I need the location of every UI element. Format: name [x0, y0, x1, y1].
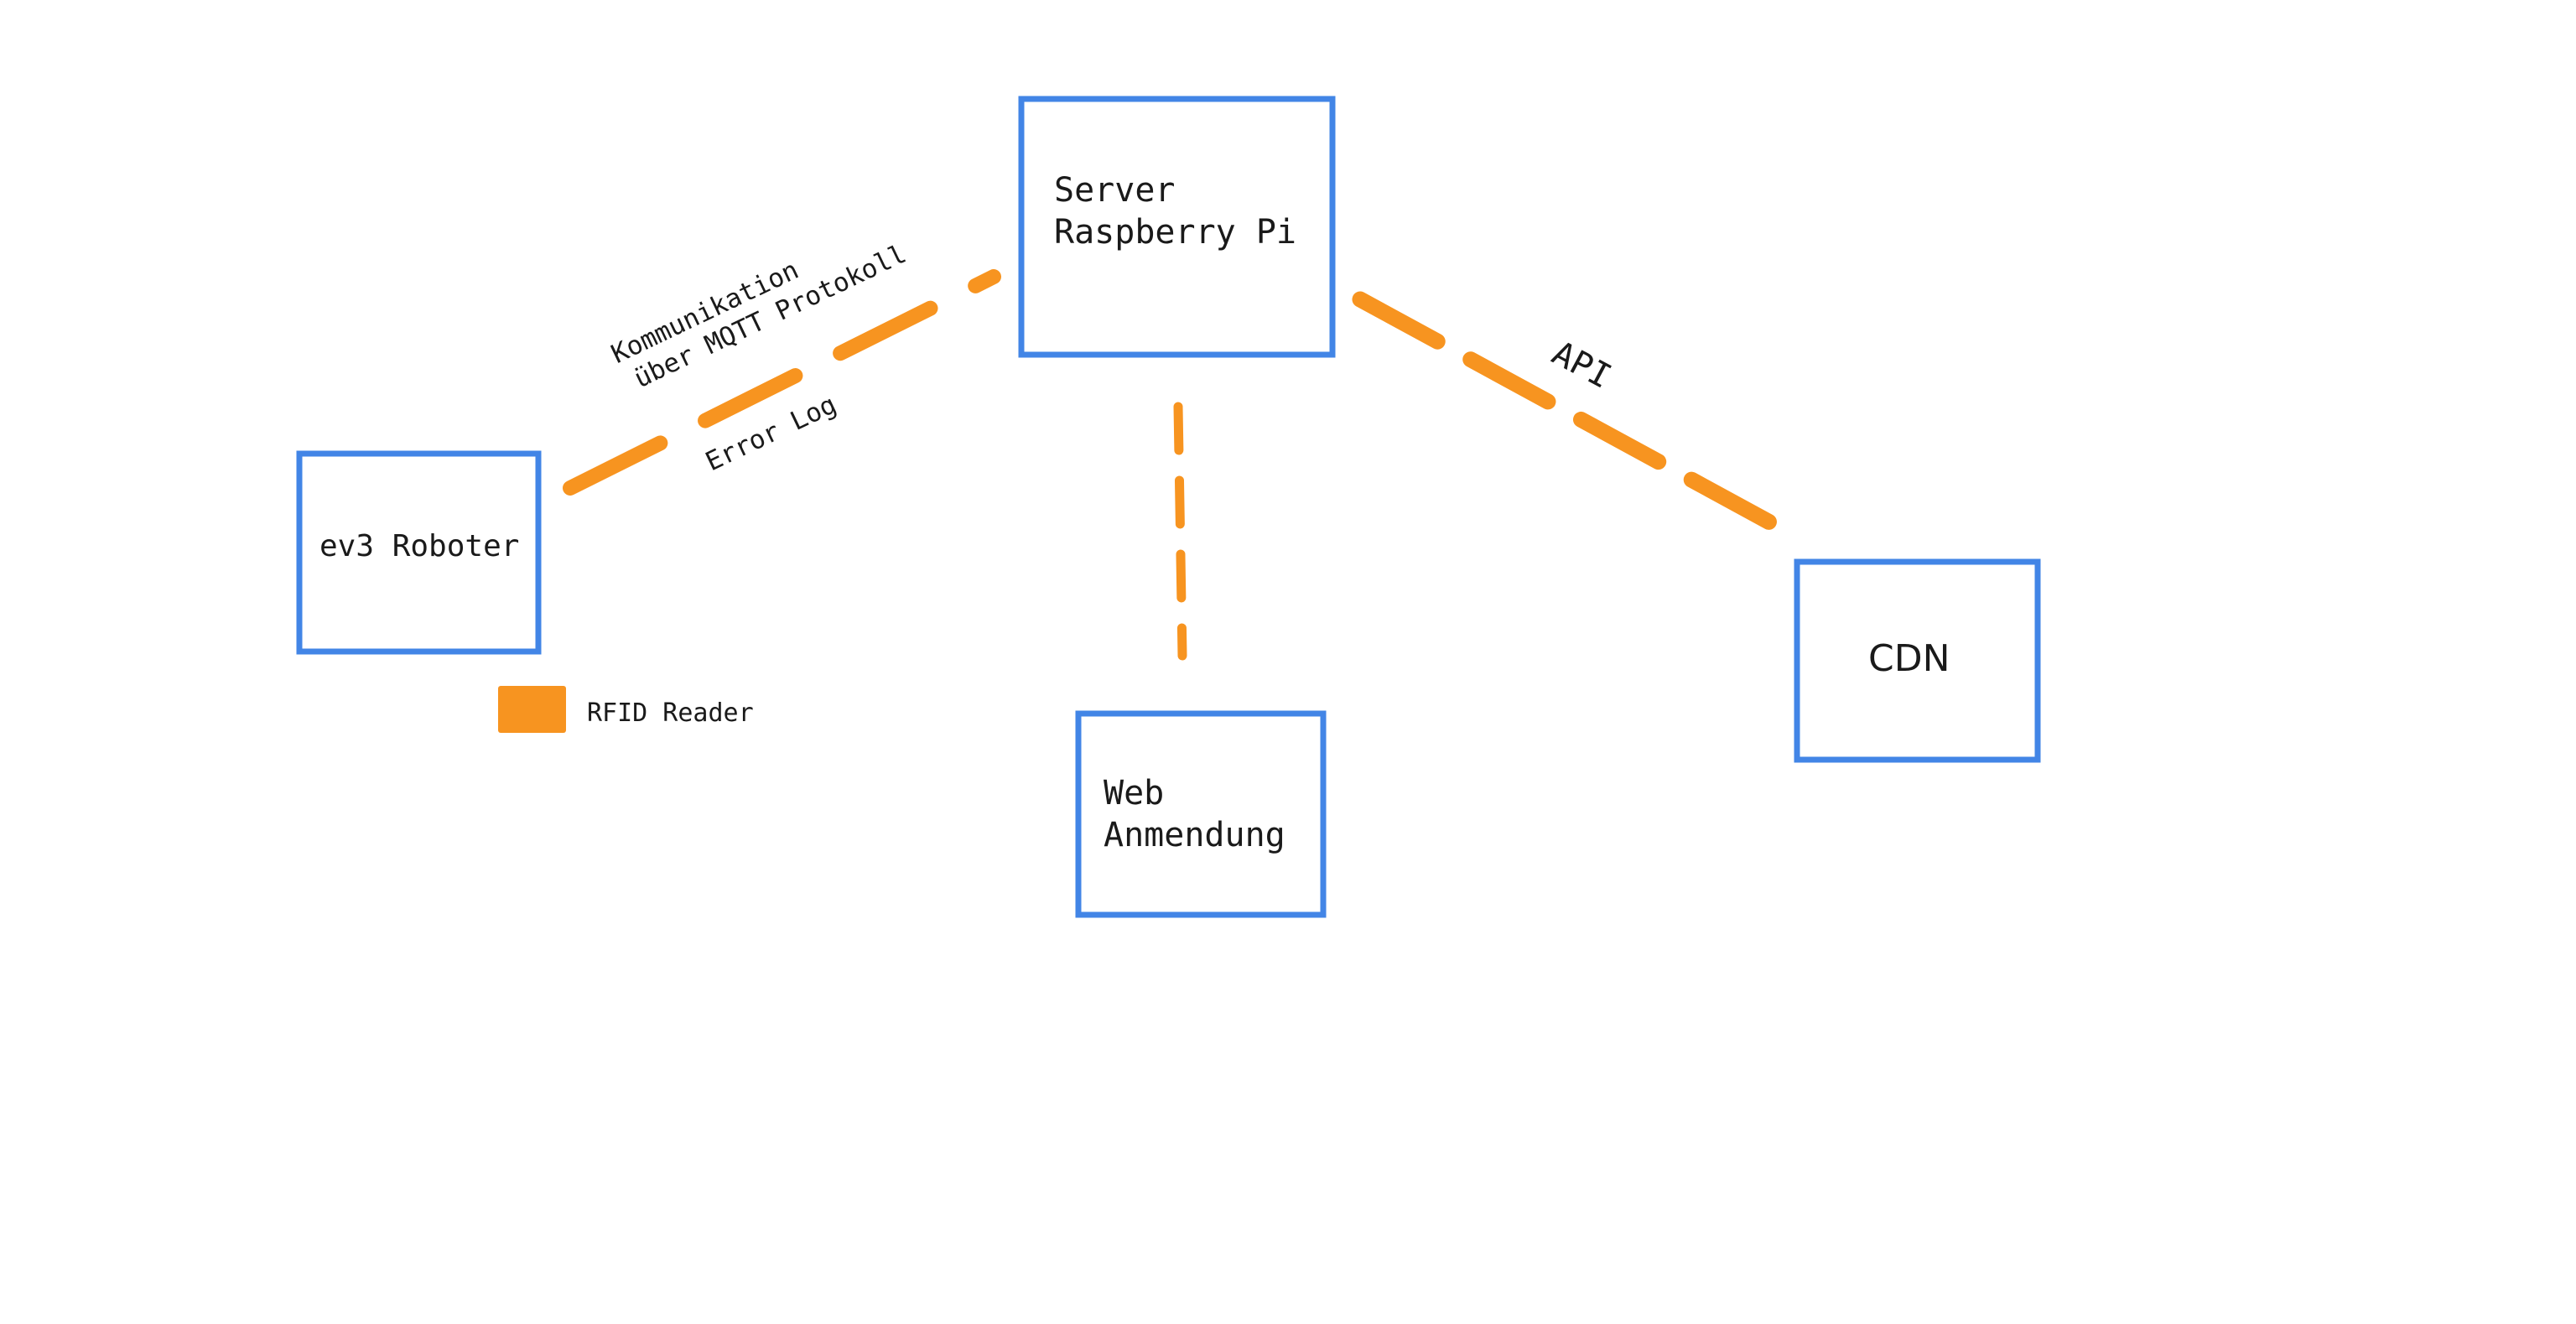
web-app-node[interactable]	[1075, 710, 1327, 918]
cdn-label: CDN	[1868, 637, 1950, 680]
server-label-line1: Server	[1054, 171, 1176, 210]
edge-robot-server-label-below: Error Log	[701, 389, 841, 477]
web-app-label-line1: Web	[1104, 774, 1164, 813]
edge-robot-server-label-group: Kommunikation über MQTT Protokoll	[607, 239, 911, 394]
legend-label: RFID Reader	[587, 698, 754, 728]
robot-node[interactable]	[296, 450, 542, 655]
edge-server-cdn-label: API	[1545, 334, 1617, 397]
server-label-line2: Raspberry Pi	[1054, 213, 1296, 252]
edge-server-cdn-label-group: API	[1545, 334, 1617, 397]
cdn-node[interactable]	[1794, 558, 2041, 763]
robot-label: ev3 Roboter	[319, 529, 519, 563]
web-app-label-line2: Anmendung	[1104, 816, 1285, 854]
edge-robot-server	[563, 269, 1001, 496]
edge-server-cdn	[1352, 291, 1784, 534]
edge-server-web	[1173, 402, 1187, 661]
edge-robot-server-sublabel-group: Error Log	[701, 389, 841, 477]
legend-swatch	[498, 686, 566, 733]
server-node[interactable]	[1018, 96, 1336, 358]
